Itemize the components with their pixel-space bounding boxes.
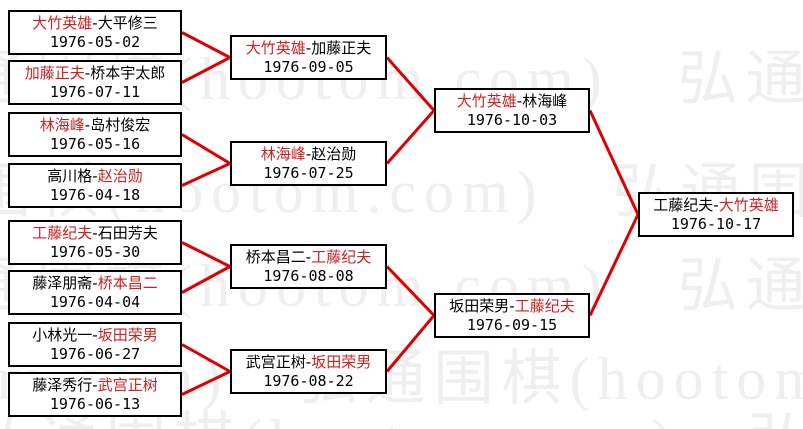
connector-line bbox=[385, 56, 437, 165]
match-box-r2-m3: 桥本昌二-工藤纪夫 1976-08-08 bbox=[230, 244, 387, 289]
player-name: 坂田荣男 bbox=[311, 353, 372, 371]
match-box-r1-m2: 加藤正夫-桥本宇太郎 1976-07-11 bbox=[8, 60, 182, 105]
separator: - bbox=[305, 248, 312, 266]
match-box-r1-m5: 工藤纪夫-石田芳夫 1976-05-30 bbox=[8, 220, 182, 265]
match-players: 大竹英雄-加藤正夫 bbox=[232, 39, 385, 58]
player-name: 赵治勋 bbox=[97, 167, 143, 185]
connector-line bbox=[588, 109, 640, 317]
separator: - bbox=[92, 167, 98, 185]
match-date: 1976-07-25 bbox=[263, 164, 354, 182]
player-name: 工藤纪夫 bbox=[32, 224, 93, 242]
player-name: 藤泽朋斋 bbox=[32, 274, 93, 292]
connector-line bbox=[181, 241, 234, 294]
match-date: 1976-09-15 bbox=[466, 316, 558, 334]
match-date: 1976-10-17 bbox=[670, 215, 762, 233]
player-name: 工藤纪夫 bbox=[653, 196, 714, 214]
match-players: 藤泽秀行-武宫正树 bbox=[10, 376, 180, 395]
separator: - bbox=[92, 14, 98, 32]
match-date: 1976-06-13 bbox=[49, 395, 141, 413]
player-name: 林海峰 bbox=[522, 92, 568, 110]
connector-line bbox=[385, 265, 437, 373]
match-date: 1976-05-16 bbox=[49, 135, 141, 153]
player-name: 武宫正树 bbox=[97, 376, 158, 394]
match-box-r2-m1: 大竹英雄-加藤正夫 1976-09-05 bbox=[230, 35, 387, 80]
separator: - bbox=[84, 116, 91, 134]
match-box-r1-m1: 大竹英雄-大平修三 1976-05-02 bbox=[8, 10, 182, 55]
player-name: 小林光一 bbox=[32, 326, 93, 344]
player-name: 大竹英雄 bbox=[32, 14, 93, 32]
match-date: 1976-04-04 bbox=[49, 293, 141, 311]
match-players: 林海峰-岛村俊宏 bbox=[10, 116, 180, 135]
match-players: 武宫正树-坂田荣男 bbox=[232, 353, 385, 372]
separator: - bbox=[305, 145, 312, 163]
player-name: 桥本昌二 bbox=[97, 274, 158, 292]
player-name: 大竹英雄 bbox=[718, 196, 779, 214]
match-date: 1976-05-30 bbox=[49, 243, 141, 261]
player-name: 加藤正夫 bbox=[24, 64, 85, 82]
separator: - bbox=[92, 376, 98, 394]
match-box-r1-m3: 林海峰-岛村俊宏 1976-05-16 bbox=[8, 112, 182, 157]
player-name: 石田芳夫 bbox=[97, 224, 158, 242]
match-players: 坂田荣男-工藤纪夫 bbox=[436, 297, 588, 316]
separator: - bbox=[84, 64, 91, 82]
match-players: 加藤正夫-桥本宇太郎 bbox=[10, 64, 180, 83]
player-name: 加藤正夫 bbox=[311, 39, 372, 57]
match-players: 高川格-赵治勋 bbox=[10, 167, 180, 186]
match-box-sf-m1: 大竹英雄-林海峰 1976-10-03 bbox=[434, 88, 590, 133]
player-name: 大竹英雄 bbox=[456, 92, 517, 110]
separator: - bbox=[516, 92, 523, 110]
player-name: 工藤纪夫 bbox=[514, 297, 575, 315]
player-name: 工藤纪夫 bbox=[311, 248, 372, 266]
player-name: 坂田荣男 bbox=[97, 326, 158, 344]
match-box-r1-m8: 藤泽秀行-武宫正树 1976-06-13 bbox=[8, 372, 182, 417]
player-name: 赵治勋 bbox=[311, 145, 357, 163]
player-name: 岛村俊宏 bbox=[90, 116, 151, 134]
separator: - bbox=[305, 353, 312, 371]
match-box-r1-m7: 小林光一-坂田荣男 1976-06-27 bbox=[8, 322, 182, 367]
match-box-sf-m2: 坂田荣男-工藤纪夫 1976-09-15 bbox=[434, 293, 590, 338]
player-name: 桥本宇太郎 bbox=[90, 64, 166, 82]
match-box-r1-m4: 高川格-赵治勋 1976-04-18 bbox=[8, 163, 182, 208]
separator: - bbox=[92, 274, 98, 292]
player-name: 林海峰 bbox=[39, 116, 85, 134]
separator: - bbox=[509, 297, 515, 315]
match-date: 1976-07-11 bbox=[49, 83, 141, 101]
match-players: 小林光一-坂田荣男 bbox=[10, 326, 180, 345]
separator: - bbox=[92, 326, 98, 344]
match-players: 大竹英雄-大平修三 bbox=[10, 14, 180, 33]
connector-line bbox=[181, 133, 234, 187]
match-date: 1976-06-27 bbox=[49, 345, 141, 363]
separator: - bbox=[305, 39, 312, 57]
match-date: 1976-04-18 bbox=[49, 186, 141, 204]
separator: - bbox=[713, 196, 719, 214]
player-name: 武宫正树 bbox=[245, 353, 306, 371]
match-players: 藤泽朋斋-桥本昌二 bbox=[10, 274, 180, 293]
match-players: 大竹英雄-林海峰 bbox=[436, 92, 588, 111]
match-box-r2-m2: 林海峰-赵治勋 1976-07-25 bbox=[230, 141, 387, 186]
player-name: 高川格 bbox=[47, 167, 93, 185]
player-name: 大平修三 bbox=[97, 14, 158, 32]
match-date: 1976-10-03 bbox=[466, 111, 558, 129]
connector-line bbox=[181, 343, 234, 396]
match-players: 工藤纪夫-大竹英雄 bbox=[640, 196, 792, 215]
match-box-final: 工藤纪夫-大竹英雄 1976-10-17 bbox=[638, 192, 794, 237]
match-box-r2-m4: 武宫正树-坂田荣男 1976-08-22 bbox=[230, 349, 387, 394]
match-box-r1-m6: 藤泽朋斋-桥本昌二 1976-04-04 bbox=[8, 270, 182, 315]
connector-line bbox=[181, 31, 234, 84]
player-name: 桥本昌二 bbox=[245, 248, 306, 266]
match-players: 工藤纪夫-石田芳夫 bbox=[10, 224, 180, 243]
player-name: 林海峰 bbox=[260, 145, 306, 163]
match-date: 1976-05-02 bbox=[49, 33, 141, 51]
player-name: 坂田荣男 bbox=[449, 297, 510, 315]
match-date: 1976-09-05 bbox=[263, 58, 354, 76]
player-name: 大竹英雄 bbox=[245, 39, 306, 57]
match-date: 1976-08-08 bbox=[263, 267, 354, 285]
player-name: 藤泽秀行 bbox=[32, 376, 93, 394]
match-players: 桥本昌二-工藤纪夫 bbox=[232, 248, 385, 267]
separator: - bbox=[92, 224, 98, 242]
match-date: 1976-08-22 bbox=[263, 372, 354, 390]
match-players: 林海峰-赵治勋 bbox=[232, 145, 385, 164]
